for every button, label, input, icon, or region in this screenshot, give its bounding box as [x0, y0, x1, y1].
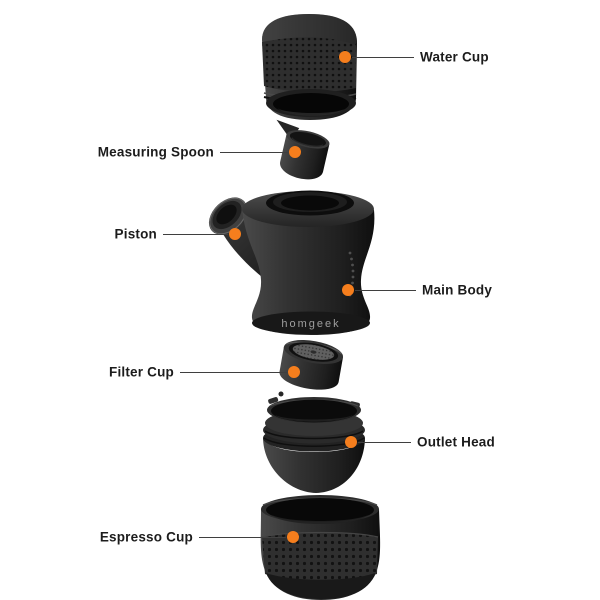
- measuring-spoon-part: [276, 119, 330, 180]
- callout-line-espresso-cup: [199, 537, 286, 538]
- brand-text: homgeek: [281, 318, 340, 330]
- callout-label-water-cup: Water Cup: [420, 49, 489, 65]
- callout-label-filter-cup: Filter Cup: [109, 364, 174, 380]
- callout-line-piston: [163, 234, 228, 235]
- callout-line-measuring-spoon: [220, 152, 288, 153]
- filter-cup-part: [279, 340, 344, 390]
- callout-dot-measuring-spoon: [289, 146, 301, 158]
- espresso-cup-part: [260, 495, 381, 600]
- callout-line-outlet-head: [358, 442, 411, 443]
- main-body-part: homgeek: [208, 190, 375, 335]
- water-cup-part: [262, 14, 357, 120]
- callout-dot-outlet-head: [345, 436, 357, 448]
- callout-label-measuring-spoon: Measuring Spoon: [97, 144, 214, 160]
- callout-label-outlet-head: Outlet Head: [417, 434, 495, 450]
- callout-line-water-cup: [352, 57, 414, 58]
- callout-line-filter-cup: [180, 372, 287, 373]
- callout-dot-filter-cup: [288, 366, 300, 378]
- callout-label-main-body: Main Body: [422, 282, 493, 298]
- callout-dot-water-cup: [339, 51, 351, 63]
- callout-label-espresso-cup: Espresso Cup: [99, 529, 193, 545]
- outlet-head-part: [263, 391, 365, 493]
- callout-dot-piston: [229, 228, 241, 240]
- callout-label-piston: Piston: [114, 226, 157, 242]
- callout-line-main-body: [355, 290, 416, 291]
- callout-dot-main-body: [342, 284, 354, 296]
- callout-dot-espresso-cup: [287, 531, 299, 543]
